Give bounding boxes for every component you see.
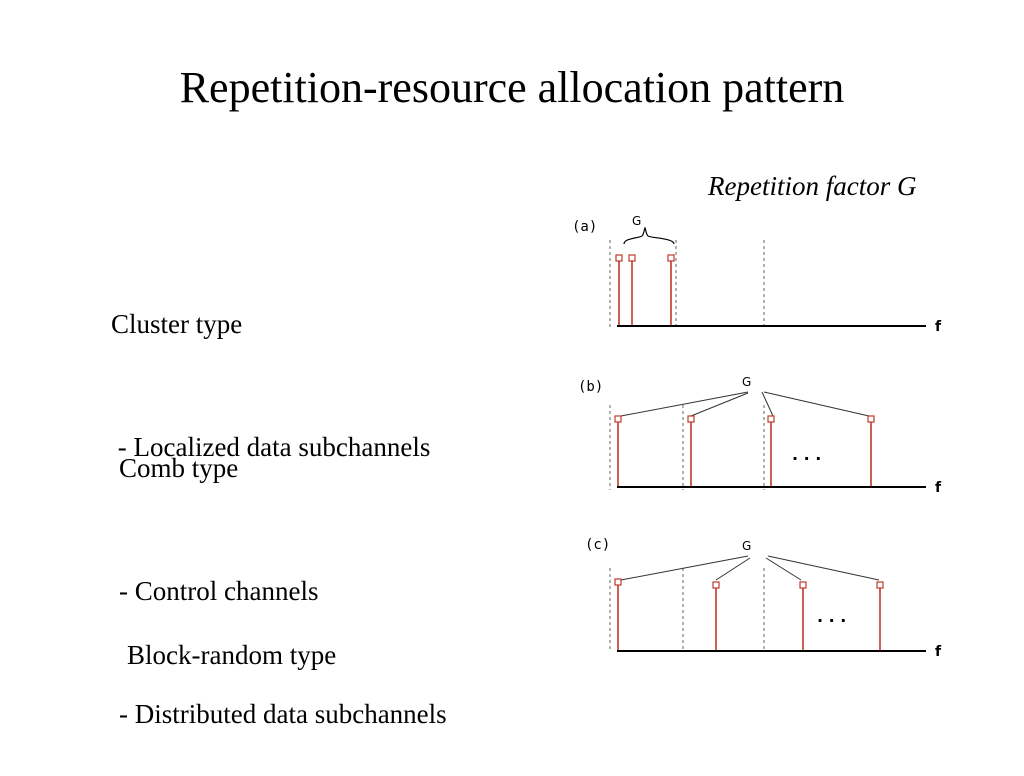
g-connector-line xyxy=(761,391,774,417)
slide-subtitle: Repetition factor G xyxy=(708,171,917,201)
ellipsis: . . . xyxy=(792,445,821,464)
axis-label: f xyxy=(935,319,942,335)
g-label: G xyxy=(742,375,751,389)
block-random-type-description: Block-random type xyxy=(127,553,336,717)
cluster-type-description: Cluster type - Localized data subchannel… xyxy=(111,222,430,509)
axis-label: f xyxy=(935,644,942,660)
description-line: - Control channels xyxy=(119,576,319,606)
subcarrier-marker xyxy=(867,415,875,423)
g-label: G xyxy=(632,214,641,228)
subcarrier-marker xyxy=(667,254,675,262)
g-connector-line xyxy=(620,555,749,581)
comb-type-description: Comb type - Control channels - Distribut… xyxy=(119,366,447,776)
g-connector-line xyxy=(765,557,802,581)
description-line: Cluster type xyxy=(111,309,243,339)
g-connector-line xyxy=(715,557,751,581)
g-connector-line xyxy=(767,555,880,581)
description-line: - Distributed data subchannels xyxy=(119,699,447,729)
panel-label: (a) xyxy=(572,219,597,235)
subcarrier-marker xyxy=(876,581,884,589)
description-line: Block-random type xyxy=(127,640,337,670)
diagram-c: (c) G . . . f xyxy=(585,537,942,660)
subcarrier-marker xyxy=(628,254,636,262)
panel-label: (b) xyxy=(578,379,603,395)
diagram-b: (b) G . . . f xyxy=(578,375,942,496)
subcarrier-marker xyxy=(767,415,775,423)
description-line: Comb type xyxy=(119,453,239,483)
subcarrier-marker xyxy=(614,415,622,423)
panel-label: (c) xyxy=(585,537,610,553)
g-connector-line xyxy=(620,391,749,417)
slide-title: Repetition-resource allocation pattern xyxy=(179,63,845,112)
subcarrier-marker xyxy=(799,581,807,589)
ellipsis: . . . xyxy=(817,607,846,626)
g-label: G xyxy=(742,539,751,553)
subcarrier-marker xyxy=(615,254,623,262)
description-line: - Localized data subchannels xyxy=(111,432,431,462)
g-brace xyxy=(623,226,675,245)
subcarrier-marker xyxy=(712,581,720,589)
subcarrier-marker xyxy=(614,578,622,586)
subcarrier-marker xyxy=(687,415,695,423)
g-connector-line xyxy=(690,392,749,417)
diagram-a: (a) G f xyxy=(572,214,942,335)
g-connector-line xyxy=(763,391,870,417)
axis-label: f xyxy=(935,480,942,496)
